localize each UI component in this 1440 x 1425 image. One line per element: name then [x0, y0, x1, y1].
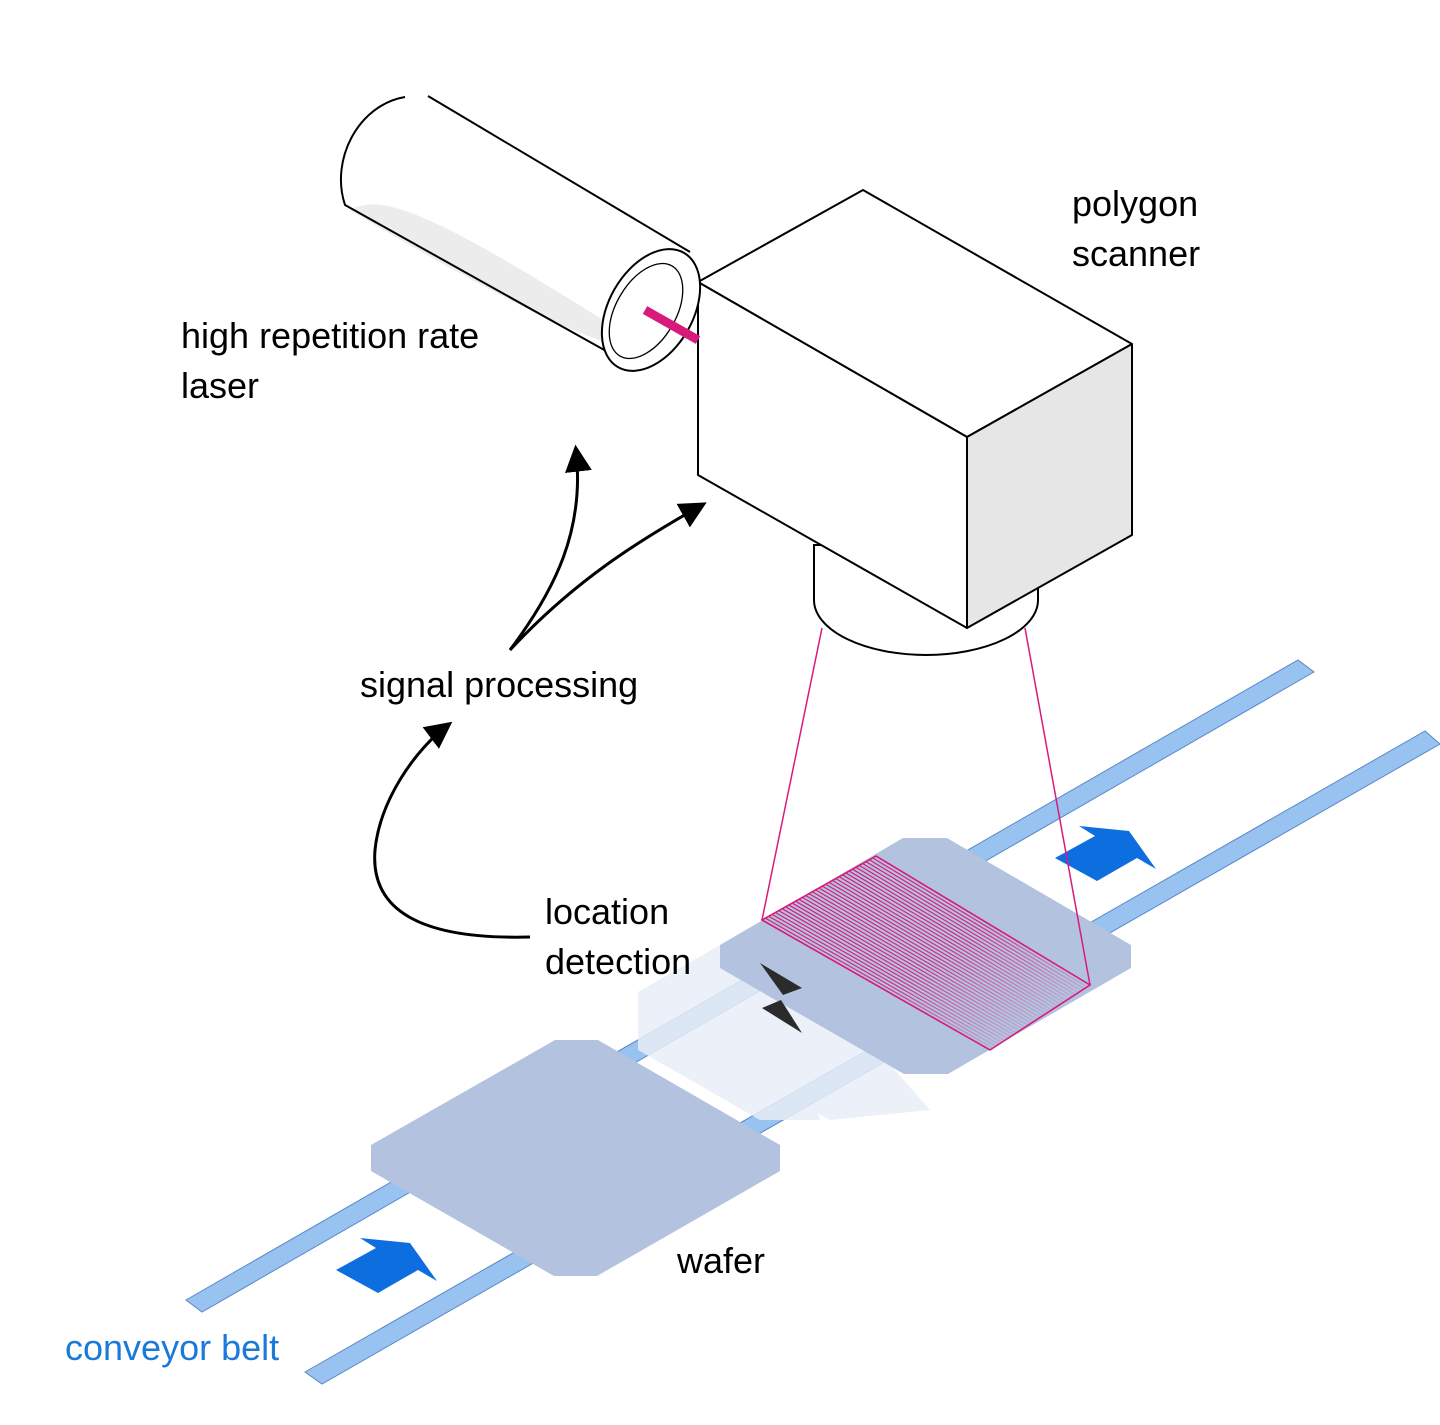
wafer-ghost-2	[680, 945, 930, 1120]
scan-line	[848, 870, 1067, 1001]
scan-line	[858, 864, 1076, 996]
wafer-under-scanner	[720, 838, 1131, 1074]
scanner-label-line1: polygon	[1072, 183, 1198, 224]
scan-line	[822, 885, 1044, 1017]
location-label-line2: detection	[545, 941, 691, 982]
scan-beam	[761, 627, 1091, 986]
scan-line	[795, 900, 1020, 1032]
laser-shade	[350, 204, 615, 345]
scan-line	[868, 859, 1085, 990]
scan-line	[811, 891, 1035, 1022]
scan-line	[775, 911, 1003, 1043]
laser-outline	[340, 95, 691, 371]
conveyor-belt-label: conveyor belt	[65, 1327, 279, 1368]
scan-line	[765, 917, 994, 1049]
scan-line	[872, 857, 1088, 988]
scan-line	[842, 874, 1061, 1005]
scan-line	[808, 893, 1032, 1024]
scan-line	[781, 908, 1008, 1040]
scanner-label-line2: scanner	[1072, 233, 1200, 274]
arrow-to-laser	[508, 444, 592, 651]
box-scanner-icon	[697, 189, 1133, 656]
cylinder-laser-icon	[340, 95, 702, 372]
sensor-bottom	[762, 1000, 802, 1033]
scan-line	[801, 896, 1026, 1028]
laser-beam	[642, 306, 701, 344]
scan-line	[788, 904, 1014, 1036]
signal-processing-label: signal processing	[360, 664, 638, 705]
scan-line	[778, 910, 1006, 1041]
scan-line	[852, 868, 1070, 999]
scanner-side-face	[966, 343, 1133, 629]
scan-line	[825, 883, 1047, 1015]
scan-line	[815, 889, 1038, 1020]
arrow-to-signal-processing	[373, 721, 531, 939]
direction-arrow-icon	[336, 1238, 437, 1293]
scan-line	[865, 861, 1082, 992]
scan-line	[838, 876, 1058, 1007]
scan-line	[818, 887, 1041, 1019]
scan-line	[835, 878, 1056, 1009]
wafer-processing	[720, 838, 1131, 1074]
triangle-sensor-icon	[760, 963, 802, 1033]
scan-line	[862, 863, 1079, 994]
scan-line	[805, 895, 1029, 1026]
scan-line	[768, 915, 997, 1047]
direction-arrow-icon-top	[1055, 826, 1156, 881]
scan-line	[855, 866, 1073, 997]
scan-line	[791, 902, 1017, 1034]
arrow-to-scanner	[508, 502, 707, 652]
wafer-ghost-group	[638, 945, 930, 1120]
wafer-label: wafer	[676, 1240, 765, 1281]
location-label-line1: location	[545, 891, 669, 932]
scan-line	[771, 913, 1000, 1045]
scan-line	[832, 879, 1053, 1011]
laser-label-line2: laser	[181, 365, 259, 406]
wafer-main	[371, 1040, 780, 1276]
scan-lines	[761, 855, 1091, 1051]
scan-line	[798, 898, 1023, 1030]
signal-arrows	[373, 444, 707, 939]
laser-label-line1: high repetition rate	[181, 315, 479, 356]
scan-line	[828, 881, 1050, 1013]
scan-line	[845, 872, 1064, 1003]
scan-line	[785, 906, 1011, 1038]
sensor-top	[760, 963, 802, 995]
